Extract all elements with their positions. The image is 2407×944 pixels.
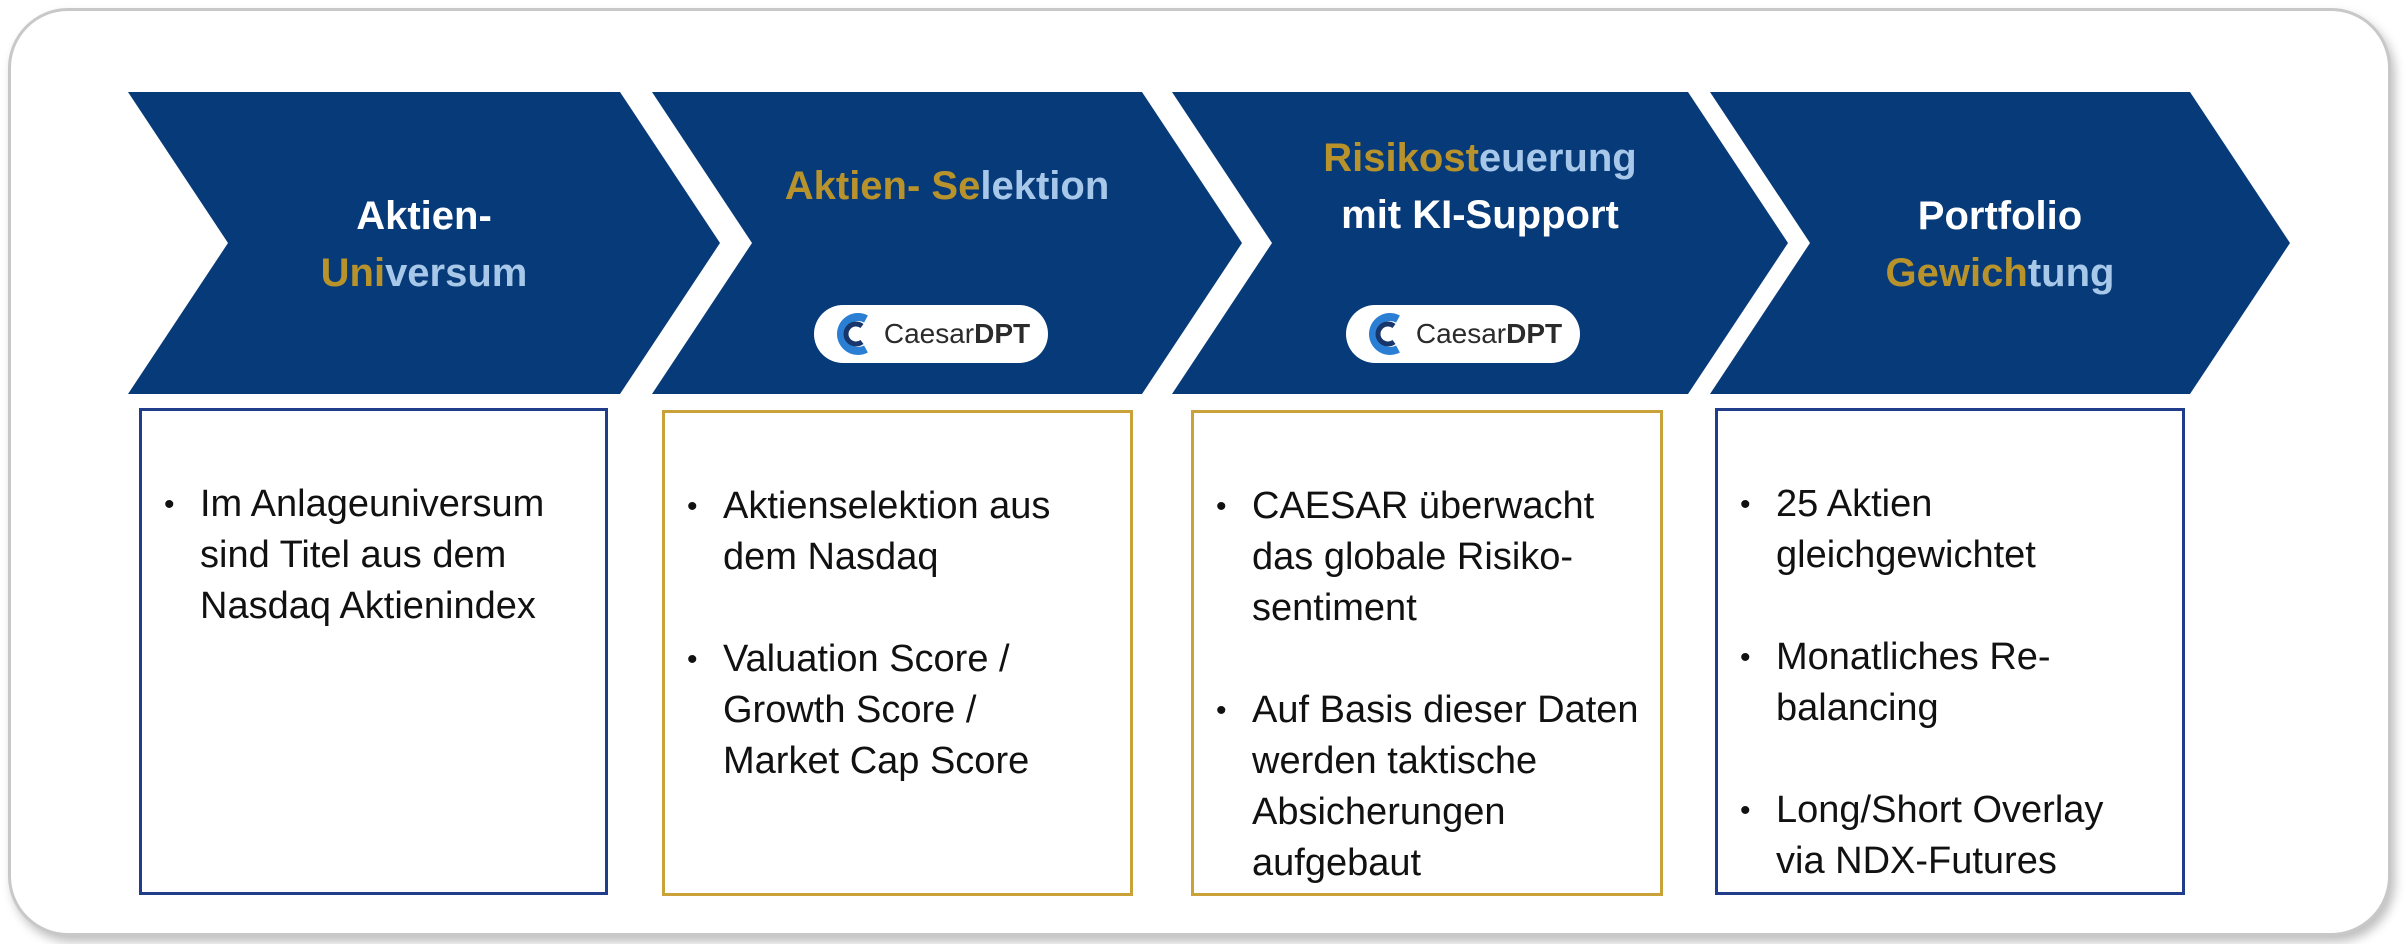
caesar-logo-icon <box>1368 313 1400 355</box>
bullet-item: Im Anlageuniversum sind Titel aus dem Na… <box>160 479 573 632</box>
chevron-step-2 <box>652 92 1242 394</box>
title-part: versum <box>385 251 528 295</box>
bullet-item: Monatliches Re-balancing <box>1736 632 2154 734</box>
step-1-bullet-list: Im Anlageuniversum sind Titel aus dem Na… <box>160 479 573 632</box>
step-4-title: Portfolio Gewichtung <box>1810 188 2190 302</box>
title-part: Portfolio <box>1917 194 2083 238</box>
logo-name-bold: DPT <box>1506 318 1563 349</box>
title-part: tung <box>2027 251 2115 295</box>
step-4-title-line-2: Gewichtung <box>1810 245 2190 302</box>
title-part: euerung <box>1478 136 1637 180</box>
title-part: lektion <box>980 164 1110 208</box>
step-1-title-line-2: Universum <box>228 245 620 302</box>
step-1-title-line-1: Aktien- <box>228 188 620 245</box>
step-3-title-line-1: Risikosteuerung <box>1272 130 1688 187</box>
bullet-item: CAESAR überwacht das globale Risiko-sent… <box>1212 481 1640 634</box>
bullet-item: 25 Aktien gleichgewichtet <box>1736 479 2154 581</box>
step-2-title-line-1: Aktien- Selektion <box>752 158 1142 215</box>
step-3-title-line-2: mit KI-Support <box>1272 187 1688 244</box>
title-part: Risikost <box>1323 136 1479 180</box>
step-1-title: Aktien- Universum <box>228 188 620 302</box>
title-part: Gewich <box>1885 251 2028 295</box>
step-3-title: Risikosteuerung mit KI-Support <box>1272 130 1688 244</box>
step-3-bullet-list: CAESAR überwacht das globale Risiko-sent… <box>1212 481 1640 889</box>
step-4-bullet-list: 25 Aktien gleichgewichtet Monatliches Re… <box>1736 479 2154 887</box>
chevron-step-4 <box>1710 92 2290 394</box>
title-part: Uni <box>320 251 386 295</box>
step-1-details-box: Im Anlageuniversum sind Titel aus dem Na… <box>139 408 608 895</box>
title-part: mit KI-Support <box>1341 193 1619 237</box>
step-4-details-box: 25 Aktien gleichgewichtet Monatliches Re… <box>1715 408 2185 895</box>
logo-name: Caesar <box>1415 318 1507 349</box>
bullet-item: Valuation Score / Growth Score / Market … <box>683 634 1098 787</box>
step-2-title: Aktien- Selektion <box>752 158 1142 215</box>
step-4-title-line-1: Portfolio <box>1810 188 2190 245</box>
chevron-step-1 <box>128 92 720 394</box>
chevron-step-3 <box>1172 92 1788 394</box>
title-part: Aktien- Se <box>784 164 981 208</box>
step-3-details-box: CAESAR überwacht das globale Risiko-sent… <box>1191 410 1663 896</box>
caesar-logo-icon <box>836 313 868 355</box>
bullet-item: Auf Basis dieser Daten werden taktische … <box>1212 685 1640 889</box>
logo-name-bold: DPT <box>974 318 1031 349</box>
bullet-item: Long/Short Overlay via NDX-Futures <box>1736 785 2154 887</box>
title-part: Aktien- <box>356 194 492 238</box>
step-2-bullet-list: Aktienselektion aus dem Nasdaq Valuation… <box>683 481 1098 787</box>
bullet-item: Aktienselektion aus dem Nasdaq <box>683 481 1098 583</box>
logo-name: Caesar <box>883 318 975 349</box>
step-2-details-box: Aktienselektion aus dem Nasdaq Valuation… <box>662 410 1133 896</box>
